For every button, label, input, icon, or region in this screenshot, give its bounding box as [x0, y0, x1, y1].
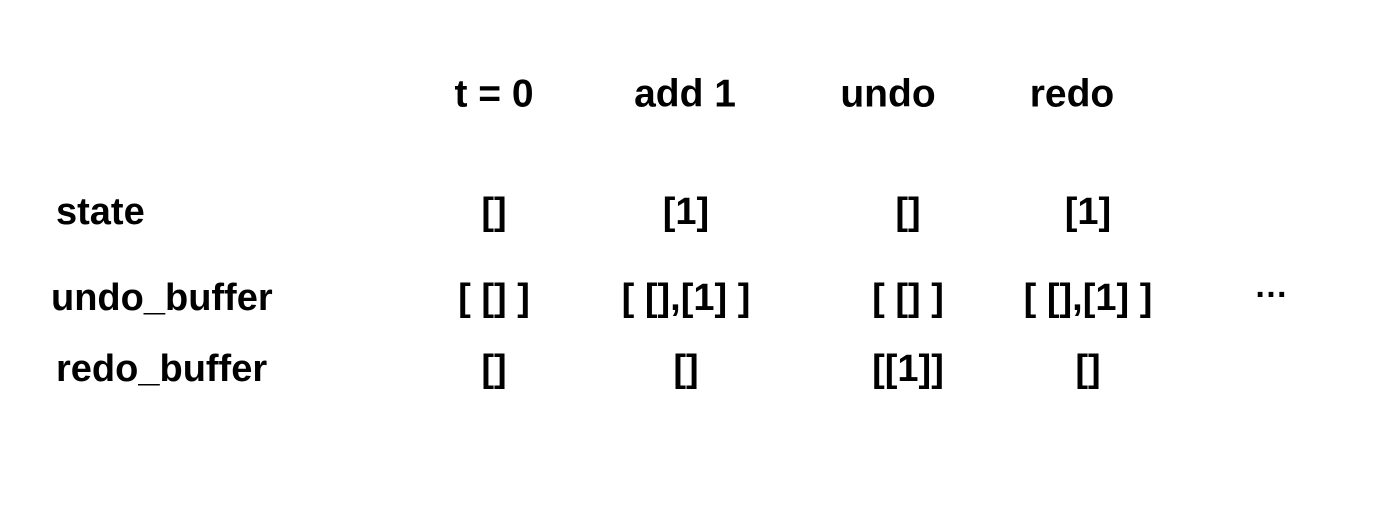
header-add-1: add 1 [634, 72, 736, 116]
ellipsis: … [1254, 267, 1288, 305]
row-label-state: state [56, 191, 145, 233]
undo-buffer-cell-undo: [ [] ] [872, 277, 944, 319]
row-label-undo-buffer: undo_buffer [51, 277, 273, 319]
redo-buffer-cell-redo: [] [1075, 348, 1101, 390]
redo-buffer-cell-add-1: [] [673, 348, 699, 390]
header-redo: redo [1029, 72, 1115, 116]
row-label-redo-buffer: redo_buffer [56, 348, 268, 390]
undo-buffer-cell-redo: [ [],[1] ] [1023, 277, 1153, 319]
undo-buffer-cell-t0: [ [] ] [458, 277, 530, 319]
redo-buffer-cell-t0: [] [481, 348, 507, 390]
header-t0: t = 0 [454, 72, 534, 116]
header-undo: undo [840, 72, 936, 116]
state-cell-t0: [] [481, 191, 507, 233]
redo-buffer-cell-undo: [[1]] [872, 348, 944, 390]
state-cell-redo: [1] [1064, 191, 1112, 233]
undo-buffer-cell-add-1: [ [],[1] ] [621, 277, 751, 319]
state-cell-add-1: [1] [662, 191, 710, 233]
state-cell-undo: [] [895, 191, 921, 233]
